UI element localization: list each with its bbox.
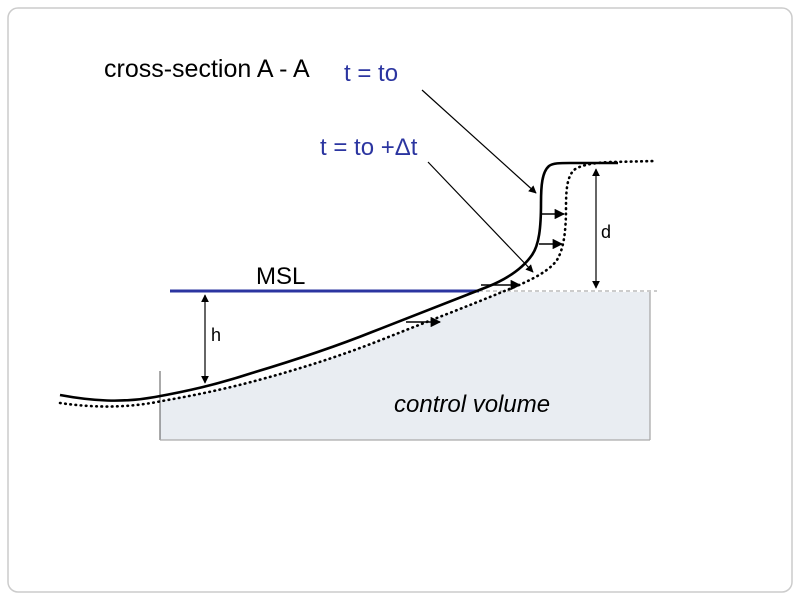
control-volume-label: control volume [394,391,550,418]
control-volume-fill [160,292,650,440]
msl-label: MSL [256,263,305,290]
profile-t0-curve [59,161,618,402]
t0-label: t = to [344,60,398,87]
t0-pointer-arrow [421,89,537,194]
t1-label: t = to +Δt [320,134,418,161]
slide-title: cross-section A - A [104,55,310,83]
t1-pointer-arrow [427,161,534,273]
d-label: d [601,222,611,242]
h-label: h [211,325,221,345]
slide-border [7,7,793,593]
profile-t1-dotted-curve [58,159,658,408]
